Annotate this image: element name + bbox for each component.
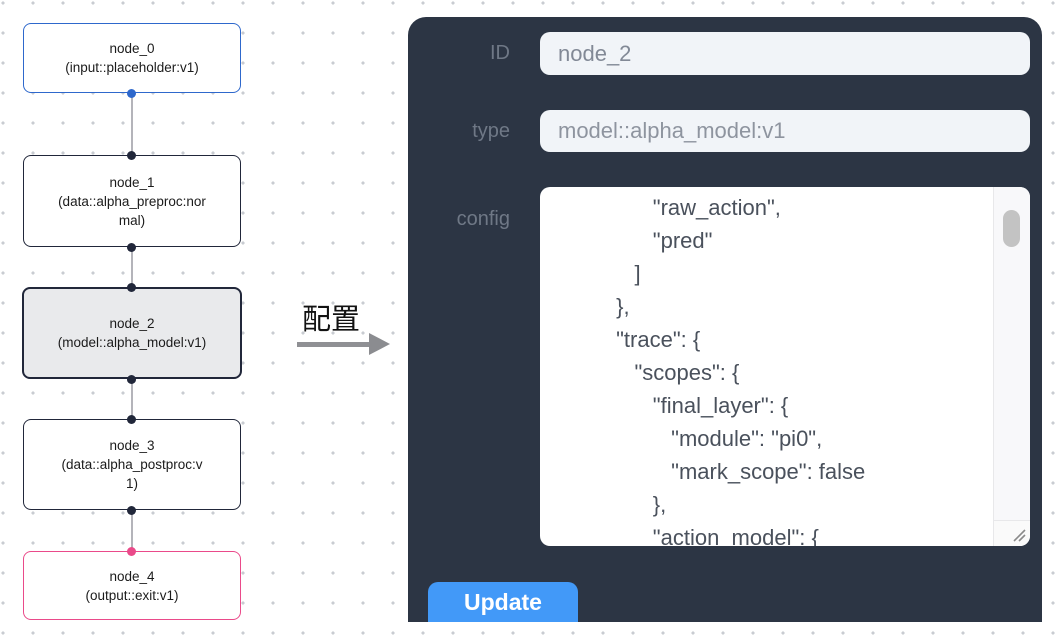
id-input[interactable] [540, 32, 1030, 75]
config-field-label: config [456, 208, 510, 230]
edge-node2-node3[interactable] [131, 379, 133, 419]
edge-node3-node4[interactable] [131, 510, 133, 551]
arrow-right-icon-head [369, 333, 390, 355]
flow-node-node_1[interactable]: node_1 (data::alpha_preproc:normal) [23, 155, 241, 247]
connection-handle-node1-bottom[interactable] [127, 242, 136, 252]
connection-handle-node1-top[interactable] [127, 150, 136, 160]
node-type-label: (data::alpha_preproc:normal) [58, 193, 206, 228]
node-title: node_0 [109, 41, 155, 56]
config-textarea[interactable]: "raw_action", "pred" ] }, "trace": { "sc… [540, 187, 1030, 546]
node-title: node_1 [109, 174, 155, 190]
flow-node-node_3[interactable]: node_3 (data::alpha_postproc:v1) [23, 419, 241, 510]
connection-handle-node4-top[interactable] [127, 546, 136, 556]
transition-label: 配置 [301, 304, 360, 336]
type-input[interactable] [540, 110, 1030, 152]
type-field-label: type [472, 120, 510, 142]
update-button[interactable]: Update [428, 582, 578, 622]
edge-node1-node2[interactable] [131, 247, 133, 287]
flow-node-node_2-selected[interactable]: node_2 (model::alpha_model:v1) [22, 287, 242, 379]
node-title: node_2 [109, 316, 155, 331]
node-type-label: (input::placeholder:v1) [65, 60, 199, 75]
flow-node-node_0[interactable]: node_0 (input::placeholder:v1) [23, 23, 241, 93]
edge-node0-node1[interactable] [131, 93, 133, 155]
node-config-panel: ID type config "raw_action", "pred" ] },… [408, 17, 1042, 622]
connection-handle-node3-top[interactable] [127, 414, 136, 424]
node-type-label: (model::alpha_model:v1) [57, 335, 207, 350]
connection-handle-node2-top[interactable] [127, 282, 136, 292]
config-scrollbar-track[interactable] [993, 187, 1030, 520]
node-type-label: (output::exit:v1) [85, 587, 179, 603]
connection-handle-node2-bottom[interactable] [127, 374, 136, 384]
connection-handle-node0-bottom[interactable] [127, 88, 136, 98]
config-json-text: "raw_action", "pred" ] }, "trace": { "sc… [616, 195, 866, 546]
arrow-right-icon [297, 342, 370, 347]
node-type-label: (data::alpha_postproc:v1) [61, 457, 203, 491]
connection-handle-node3-bottom[interactable] [127, 505, 136, 515]
id-field-label: ID [490, 42, 510, 64]
node-title: node_3 [109, 438, 155, 453]
resize-grip-icon [1013, 529, 1026, 542]
flow-node-node_4[interactable]: node_4 (output::exit:v1) [23, 551, 241, 620]
config-scrollbar-thumb[interactable] [1003, 210, 1020, 247]
textarea-resize-handle[interactable] [993, 520, 1030, 546]
node-title: node_4 [109, 568, 155, 584]
